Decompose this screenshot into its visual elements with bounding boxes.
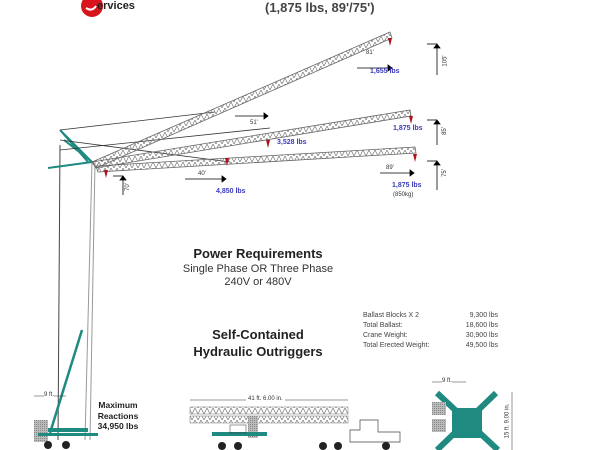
reach-label: 81' [366,50,374,56]
transport-vehicle [189,399,401,450]
outriggers-title: Hydraulic Outriggers [193,344,323,359]
reach-label: 51' [250,120,258,126]
footprint-length-label: 15 ft. 9.00 in. [504,403,511,439]
load-kg-label: (850kg) [393,192,414,198]
load-label: 3,528 lbs [277,139,307,146]
reach-label: 89' [386,165,394,171]
height-label: 70' [124,183,131,191]
transport-length-label: 41 ft. 6.00 in. [246,396,285,402]
jib-low [95,146,417,173]
base-width-label: 9 ft. [44,392,55,398]
outrigger-footprint [432,381,513,450]
max-reactions: Maximum Reactions 34,950 lbs [97,400,139,431]
height-label: 75' [441,169,448,177]
load-label: 4,850 lbs [216,188,246,195]
ballast-row: Total Ballast:18,600 lbs [363,322,498,329]
subtitle: (1,875 lbs, 89'/75') [265,0,375,15]
ballast-row: Crane Weight:30,900 lbs [363,332,498,339]
crane-base [34,395,98,449]
height-label: 105' [442,55,449,67]
load-label: 1,875 lbs [392,182,422,189]
load-label: 1,875 lbs [393,125,423,132]
logo [81,0,103,17]
ballast-row: Total Erected Weight:49,500 lbs [363,342,498,349]
power-line: Single Phase OR Three Phase [182,263,334,275]
outriggers-title: Self-Contained [212,327,304,342]
power-line: 240V or 480V [224,276,292,288]
hook-icons [104,38,417,178]
logo-text: ervices [97,0,135,12]
jib-high [91,31,393,169]
dimension-arrows [113,43,441,195]
height-label: 85' [441,127,448,135]
load-label: 1,655 lbs [370,68,400,75]
reach-label: 40' [198,171,206,177]
power-title: Power Requirements [193,246,323,261]
crane-mast [47,111,271,441]
footprint-width-label: 9 ft. [442,378,453,384]
